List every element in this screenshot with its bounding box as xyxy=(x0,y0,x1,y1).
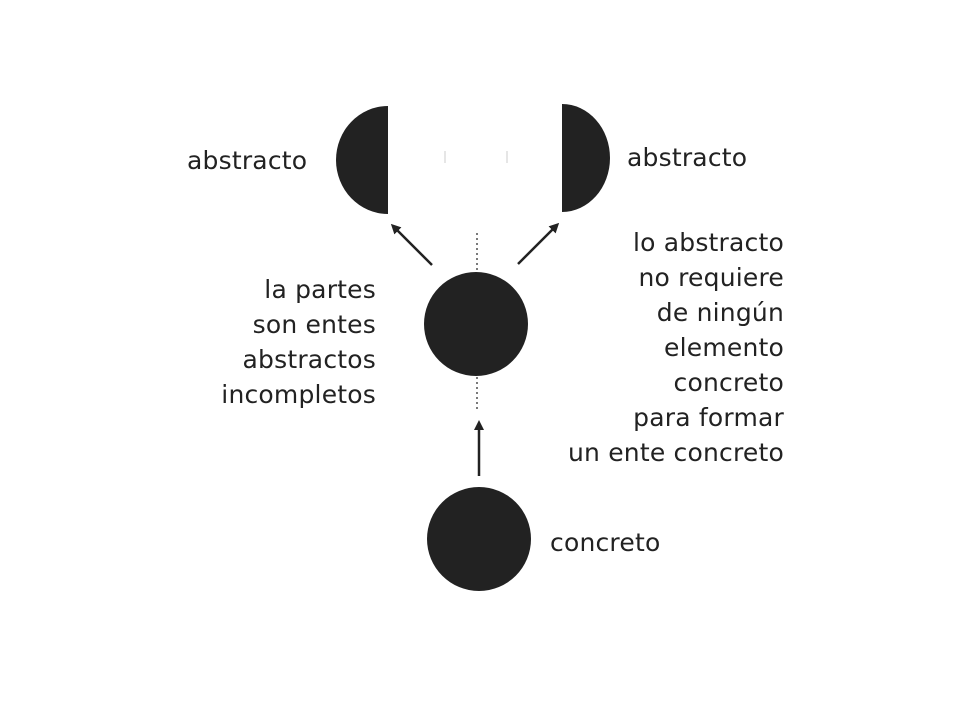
abstract-note-line: concreto xyxy=(673,368,784,397)
abstract-note-line: un ente concreto xyxy=(567,438,784,467)
abstract-note-line: lo abstracto xyxy=(632,228,784,257)
arrow-up-right xyxy=(517,222,560,265)
concrete-label: concreto xyxy=(550,528,661,557)
parts-note-line: son entes xyxy=(252,310,376,339)
abstract-note-line: no requiere xyxy=(638,263,784,292)
abstract-right-label: abstracto xyxy=(627,143,748,172)
parts-note-line: la partes xyxy=(264,275,376,304)
parts-note-line: incompletos xyxy=(221,380,376,409)
abstract-note-line: elemento xyxy=(664,333,784,362)
abstract-right-half-circle xyxy=(562,104,610,212)
abstract-left-half-circle xyxy=(336,106,388,214)
parts-note-line: abstractos xyxy=(242,345,376,374)
parts-note: la partes son entes abstractos incomplet… xyxy=(221,272,376,412)
concrete-circle xyxy=(427,487,531,591)
abstract-note-line: para formar xyxy=(633,403,784,432)
abstract-left-label: abstracto xyxy=(187,146,308,175)
middle-circle xyxy=(424,272,528,376)
arrow-up-left xyxy=(390,223,433,266)
abstract-note-line: de ningún xyxy=(656,298,784,327)
abstract-note: lo abstracto no requiere de ningún eleme… xyxy=(568,225,784,470)
